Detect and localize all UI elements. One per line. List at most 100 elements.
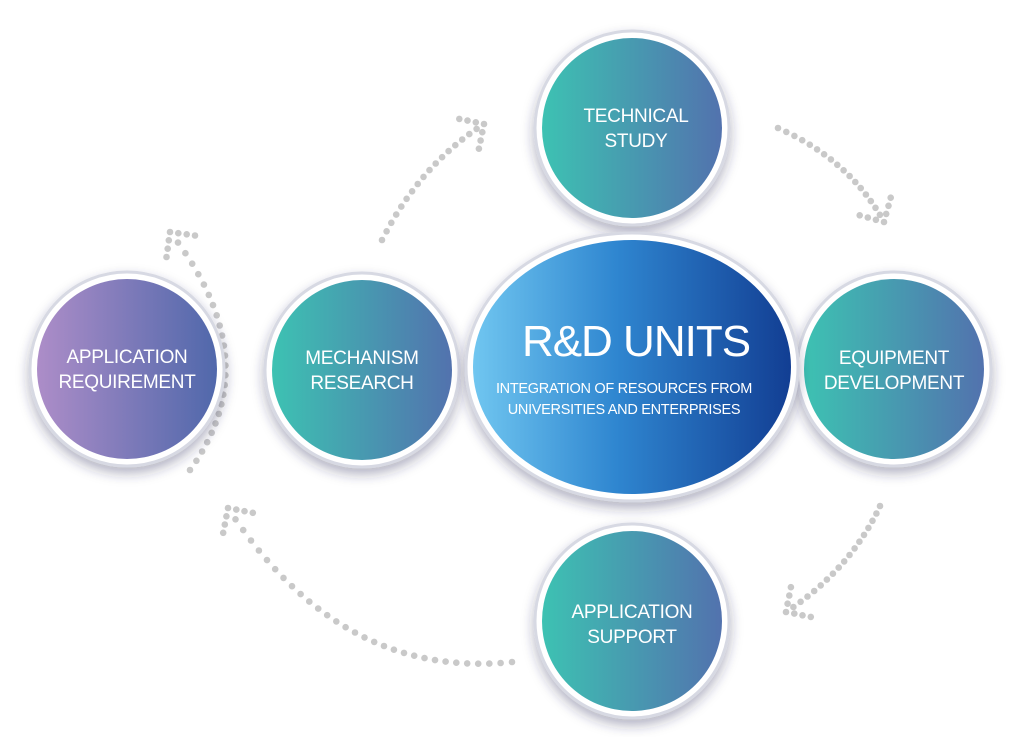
arrow-dot: [361, 634, 368, 641]
arrow-dot: [224, 504, 232, 512]
arrow-dot: [508, 658, 516, 666]
arrow-dot: [798, 136, 806, 144]
arrow-dot: [497, 659, 504, 667]
arrow-dot: [203, 438, 211, 446]
mechanism-research-label-line2: RESEARCH: [310, 373, 413, 394]
arrow-dot: [247, 537, 255, 544]
arrow-dot: [790, 603, 797, 611]
application-support-label-line2: SUPPORT: [587, 627, 677, 648]
arrow-dot: [774, 124, 782, 132]
arrowhead-dot: [784, 600, 791, 607]
arrowhead-dot: [472, 119, 480, 126]
arrow-dot: [323, 611, 331, 619]
arrow-dot: [445, 147, 452, 155]
arrow-dot: [880, 218, 888, 226]
application-requirement-label-line1: APPLICATION: [67, 347, 188, 368]
arrowhead-dot: [864, 214, 872, 221]
arrow-dot: [823, 576, 831, 583]
arrow-dot: [370, 638, 378, 646]
arrowhead-dot: [221, 521, 229, 528]
arrow-dot: [280, 574, 287, 582]
technical-study-label-line2: STUDY: [605, 131, 669, 152]
arrowhead-dot: [241, 507, 248, 515]
arrow-dot: [218, 332, 226, 339]
arrow-dot: [426, 166, 433, 174]
arrowhead-dot: [479, 128, 486, 136]
arrow-dot: [791, 132, 798, 140]
arrow-dot: [195, 270, 202, 278]
arrow-dot: [198, 448, 206, 455]
arrowhead-dot: [456, 115, 463, 123]
center-subtitle-line1: INTEGRATION OF RESOURCES FROM: [496, 381, 752, 397]
arrow-dot: [380, 642, 388, 650]
arrow-dot: [857, 184, 864, 192]
arrow-dot: [421, 654, 428, 662]
arrow-dot: [782, 608, 790, 616]
arrowhead-dot: [887, 194, 894, 201]
arrow-dot: [186, 466, 194, 474]
arrow-dot: [215, 410, 223, 418]
arrow-dot: [388, 219, 395, 227]
arrow-dot: [873, 510, 880, 517]
arrowhead-dot: [807, 613, 815, 621]
arrow-mechanism-to-technical: [378, 115, 488, 244]
arrow-dot: [351, 629, 359, 636]
arrow-dot: [860, 531, 868, 539]
arrow-dot: [212, 420, 219, 427]
technical-study-label-line1: TECHNICAL: [584, 106, 689, 127]
arrow-dot: [208, 429, 215, 437]
arrow-dot: [314, 605, 322, 612]
arrow-dot: [813, 146, 821, 153]
arrow-dot: [852, 178, 859, 186]
arrow-dot: [872, 204, 879, 212]
arrow-equipment-to-support: [782, 502, 884, 621]
arrow-dot: [333, 618, 340, 625]
arrow-dot: [213, 312, 220, 319]
arrowhead-dot: [164, 245, 171, 252]
arrow-dot: [383, 228, 390, 235]
arrow-dot: [174, 239, 182, 246]
arrow-dot: [466, 130, 473, 138]
arrowhead-dot: [786, 592, 793, 599]
dotted-arrows: [163, 115, 894, 667]
arrow-dot: [398, 203, 405, 210]
arrow-dot: [378, 236, 386, 244]
arrow-dot: [442, 658, 449, 665]
arrowhead-dot: [787, 583, 795, 591]
arrow-dot: [840, 558, 848, 565]
arrow-dot: [486, 660, 493, 667]
arrow-dot: [829, 570, 837, 577]
application-support-label-line1: APPLICATION: [572, 602, 693, 623]
arrowhead-dot: [882, 210, 890, 218]
node-equipment-development: EQUIPMENT DEVELOPMENT: [795, 270, 993, 468]
arrow-dot: [271, 565, 279, 573]
arrow-dot: [297, 590, 304, 598]
arrowhead-dot: [233, 506, 240, 513]
arrowhead-dot: [249, 509, 257, 517]
arrow-dot: [846, 172, 853, 180]
arrow-dot: [410, 652, 418, 659]
arrow-dot: [263, 556, 271, 564]
arrow-dot: [869, 517, 876, 525]
arrow-dot: [209, 301, 217, 309]
center-rd-units: R&D UNITS INTEGRATION OF RESOURCES FROM …: [464, 231, 800, 503]
arrow-dot: [473, 125, 480, 133]
arrow-dot: [876, 502, 884, 510]
arrowhead-dot: [223, 513, 230, 520]
arrow-dot: [288, 582, 296, 590]
arrow-dot: [827, 156, 835, 163]
arrow-dot: [390, 646, 398, 653]
arrow-dot: [452, 141, 459, 149]
arrow-dot: [835, 564, 842, 571]
arrow-dot: [431, 656, 439, 664]
arrowhead-dot: [475, 145, 483, 152]
arrow-dot: [474, 660, 482, 667]
arrow-dot: [166, 228, 174, 236]
arrow-dot: [414, 180, 422, 188]
arrow-dot: [193, 457, 200, 465]
arrow-dot: [783, 128, 790, 136]
arrow-dot: [200, 281, 208, 288]
arrowhead-dot: [856, 212, 863, 219]
center-subtitle-line2: UNIVERSITIES AND ENTERPRISES: [508, 402, 741, 418]
